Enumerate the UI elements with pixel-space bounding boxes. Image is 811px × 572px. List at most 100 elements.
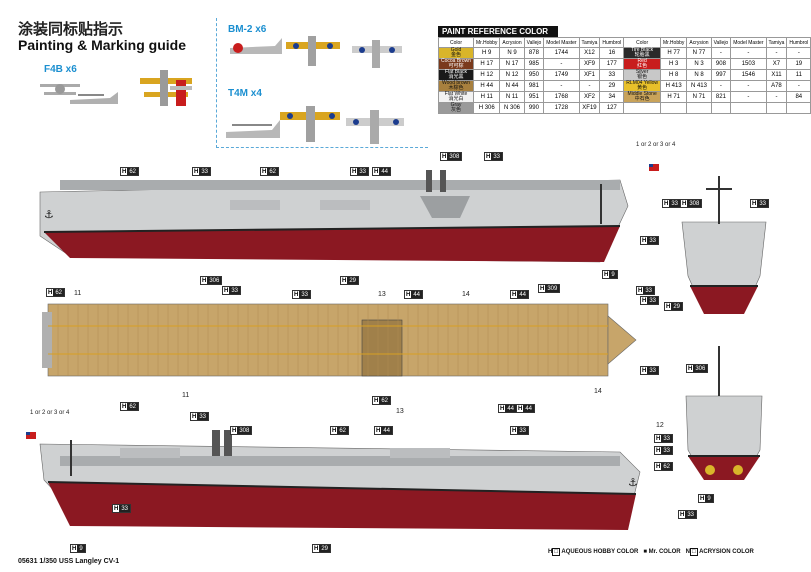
- callout-code: 33: [647, 367, 659, 374]
- footer-legend: H□ AQUEOUS HOBBY COLOR ■ Mr. COLOR N□ AC…: [548, 548, 754, 556]
- aircraft-drawings: [40, 36, 404, 144]
- f4b-bottom-view: [170, 80, 192, 106]
- mrhobby-code: H 306: [473, 102, 501, 114]
- callout-code: 62: [53, 289, 65, 296]
- callout-code: 33: [517, 427, 529, 434]
- footer-code: 05631: [18, 558, 38, 565]
- callout-code: 33: [647, 237, 659, 244]
- callout-prefix: H: [664, 200, 669, 207]
- ship-side-view-starboard: ⚓: [39, 170, 629, 263]
- us-flag-bottom: [26, 432, 36, 439]
- legend-mrcolor: Mr. COLOR: [648, 549, 681, 555]
- flight-deck-top-view: [42, 303, 637, 377]
- callout-prefix: H: [656, 463, 661, 470]
- bm2-top-view: [286, 36, 340, 66]
- empty-cell: [786, 102, 811, 114]
- callout-prefix: H: [604, 271, 609, 278]
- callout-code: 29: [347, 277, 359, 284]
- paint-table: Color Mr.Hobby Acrysion Vallejo Model Ma…: [437, 37, 811, 114]
- callout-prefix: H: [680, 511, 685, 518]
- callout-code: 33: [643, 287, 655, 294]
- f4b-front-view: [40, 84, 80, 95]
- callout-prefix: H: [224, 287, 229, 294]
- callout-prefix: H: [500, 405, 505, 412]
- callout-prefix: H: [192, 413, 197, 420]
- callout-prefix: H: [194, 168, 199, 175]
- callout-code: 9: [705, 495, 713, 502]
- callout-code: 29: [671, 303, 683, 310]
- callout-code: 9: [609, 271, 617, 278]
- part-number-11a: 11: [74, 290, 82, 297]
- callout-prefix: H: [314, 545, 319, 552]
- callout-code: 306: [693, 365, 708, 372]
- svg-text:⚓: ⚓: [628, 476, 638, 489]
- callout-prefix: H: [122, 168, 127, 175]
- callout-code: 44: [517, 291, 529, 298]
- callout-code: 33: [197, 413, 209, 420]
- callout-prefix: H: [114, 505, 119, 512]
- callout-prefix: H: [376, 427, 381, 434]
- callout-prefix: H: [642, 237, 647, 244]
- f4b-label: F4B x6: [44, 64, 77, 75]
- callout-code: 62: [127, 403, 139, 410]
- callout-code: 44: [381, 427, 393, 434]
- callout-prefix: H: [202, 277, 207, 284]
- callout-prefix: H: [352, 168, 357, 175]
- callout-prefix: H: [374, 397, 379, 404]
- callout-prefix: H: [682, 200, 687, 207]
- empty-cell: [730, 102, 767, 114]
- callout-prefix: H: [638, 287, 643, 294]
- callout-code: 33: [199, 168, 211, 175]
- callout-prefix: H: [752, 200, 757, 207]
- callout-prefix: H: [122, 403, 127, 410]
- callout-prefix: H: [294, 291, 299, 298]
- aircraft-panel: [216, 18, 428, 148]
- callout-code: 33: [491, 153, 503, 160]
- callout-prefix: H: [486, 153, 491, 160]
- callout-code: 308: [687, 200, 702, 207]
- callout-prefix: H: [72, 545, 77, 552]
- callout-code: 29: [319, 545, 331, 552]
- callout-code: 33: [299, 291, 311, 298]
- callout-code: 33: [669, 200, 681, 207]
- acrysion-code: N 306: [499, 102, 525, 114]
- callout-code: 9: [77, 545, 85, 552]
- callout-prefix: H: [332, 427, 337, 434]
- callout-code: 44: [523, 405, 535, 412]
- callout-prefix: H: [232, 427, 237, 434]
- callout-prefix: H: [342, 277, 347, 284]
- callout-prefix: H: [442, 153, 447, 160]
- callout-prefix: H: [406, 291, 411, 298]
- part-number-13a: 13: [378, 291, 386, 298]
- callout-code: 33: [119, 505, 131, 512]
- legend-aqueous: AQUEOUS HOBBY COLOR: [561, 549, 639, 555]
- callout-prefix: H: [512, 427, 517, 434]
- callout-prefix: H: [656, 447, 661, 454]
- ship-bow-view: [681, 176, 767, 314]
- callout-prefix: H: [666, 303, 671, 310]
